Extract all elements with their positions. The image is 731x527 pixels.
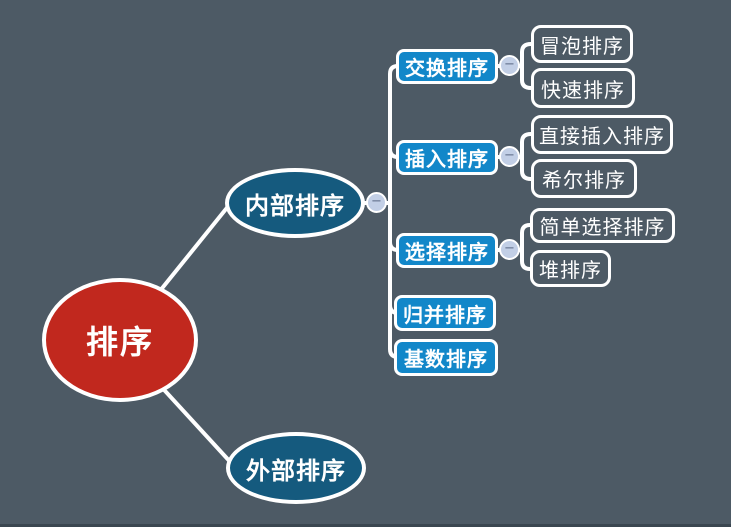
node-label: 归并排序 [403,302,487,327]
minus-icon: − [504,241,515,256]
minus-icon: − [504,148,515,163]
node-root-sort[interactable]: 排序 [42,278,198,402]
node-label: 堆排序 [539,258,602,282]
minus-icon: − [371,194,382,209]
node-label: 冒泡排序 [540,33,624,58]
node-label: 内部排序 [245,191,345,220]
node-label: 希尔排序 [542,168,626,192]
node-quick-sort[interactable]: 快速排序 [531,68,635,108]
collapse-button-insertion-sort[interactable]: − [499,146,520,167]
canvas-bottom-edge [0,524,731,527]
edge-exchange-spine [520,42,533,90]
node-label: 直接插入排序 [539,124,665,148]
node-label: 选择排序 [405,240,489,264]
minus-icon: − [504,57,515,72]
edge-internal-spine [388,64,400,359]
node-label: 快速排序 [541,77,625,102]
node-internal-sort[interactable]: 内部排序 [225,168,365,238]
node-label: 插入排序 [405,147,489,171]
edge-insertion-spine [520,132,533,181]
node-insertion-sort[interactable]: 插入排序 [396,140,498,175]
collapse-button-internal-sort[interactable]: − [366,192,387,213]
node-bubble-sort[interactable]: 冒泡排序 [531,25,633,63]
node-simple-selection-sort[interactable]: 简单选择排序 [530,208,675,243]
node-label: 交换排序 [405,56,489,80]
collapse-button-exchange-sort[interactable]: − [499,55,520,76]
node-exchange-sort[interactable]: 交换排序 [396,49,498,84]
node-radix-sort[interactable]: 基数排序 [394,339,498,376]
node-heap-sort[interactable]: 堆排序 [530,250,611,287]
collapse-button-selection-sort[interactable]: − [499,239,520,260]
node-label: 外部排序 [246,456,346,485]
node-label: 基数排序 [404,347,488,371]
node-merge-sort[interactable]: 归并排序 [394,295,496,331]
node-label: 排序 [85,323,154,361]
node-external-sort[interactable]: 外部排序 [226,432,366,504]
node-selection-sort[interactable]: 选择排序 [396,233,498,268]
node-label: 简单选择排序 [539,215,666,239]
node-shell-sort[interactable]: 希尔排序 [531,159,637,198]
node-direct-insertion-sort[interactable]: 直接插入排序 [531,115,673,154]
edge-selection-spine [520,223,532,271]
